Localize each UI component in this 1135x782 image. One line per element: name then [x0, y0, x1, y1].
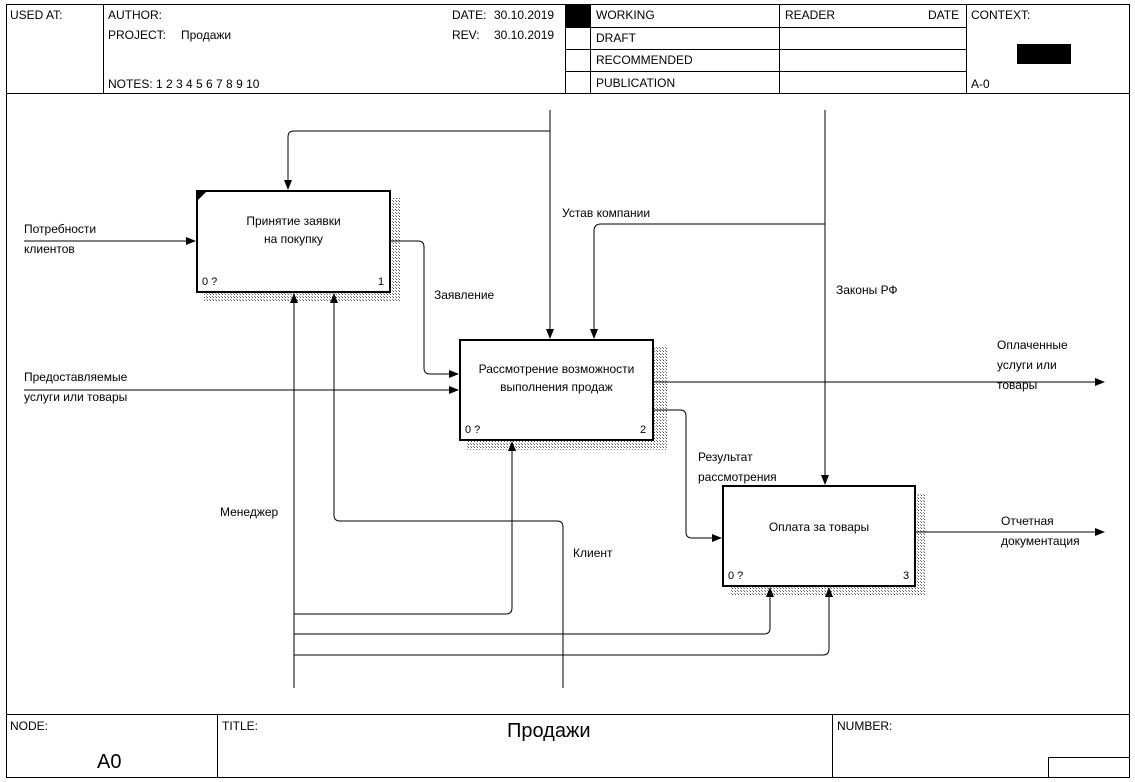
page-title: Продажи — [507, 720, 591, 742]
box-1-cost: 0 ? — [202, 276, 218, 288]
box-2-title-line1: Рассмотрение возможности — [478, 362, 635, 376]
status-recommended: RECOMMENDED — [596, 53, 693, 67]
status-publication: PUBLICATION — [596, 76, 676, 90]
box-2-title-line2: выполнения продаж — [500, 380, 613, 394]
reader-label: READER — [785, 8, 836, 22]
box-3-cost: 0 ? — [728, 570, 744, 582]
label-services-1: Предоставляемые — [24, 370, 128, 384]
status-working: WORKING — [596, 8, 655, 22]
reader-date-label: DATE — [928, 8, 960, 22]
activity-box-2-label: Рассмотрение возможности выполнения прод… — [460, 360, 653, 396]
node-value: A0 — [97, 751, 122, 773]
working-status-marker — [566, 5, 590, 27]
number-label: NUMBER: — [837, 719, 893, 733]
project-label: PROJECT: — [108, 28, 167, 42]
box-1-title-line2: на покупку — [263, 232, 324, 246]
box-1-title-line1: Принятие заявки — [246, 214, 341, 228]
label-manager: Менеджер — [220, 505, 279, 519]
used-at-label: USED AT: — [10, 8, 63, 22]
activity-box-1-label: Принятие заявки на покупку — [197, 212, 390, 248]
box-3-title-line1: Оплата за товары — [768, 520, 870, 534]
activity-box-3-label: Оплата за товары — [723, 518, 915, 536]
context-node: A-0 — [971, 77, 990, 91]
box-3-number: 3 — [903, 570, 910, 582]
label-services-2: услуги или товары — [24, 390, 128, 404]
status-draft: DRAFT — [596, 31, 636, 45]
title-label: TITLE: — [222, 719, 259, 733]
box-2-number: 2 — [640, 424, 647, 436]
label-client: Клиент — [573, 546, 613, 560]
label-report-2: документация — [1001, 534, 1080, 548]
label-application: Заявление — [434, 288, 495, 302]
box-2-cost: 0 ? — [465, 424, 481, 436]
idef0-frame — [6, 4, 1130, 778]
project-value: Продажи — [181, 28, 232, 42]
label-paid-1: Оплаченные — [997, 338, 1068, 352]
notes-label: NOTES: 1 2 3 4 5 6 7 8 9 10 — [108, 77, 260, 91]
author-label: AUTHOR: — [108, 8, 162, 22]
label-paid-3: товары — [997, 378, 1038, 392]
box-1-number: 1 — [378, 276, 385, 288]
context-thumbnail — [1017, 44, 1071, 64]
label-needs-2: клиентов — [24, 242, 75, 256]
date-label: DATE: — [452, 8, 487, 22]
date-value: 30.10.2019 — [494, 8, 555, 22]
label-charter: Устав компании — [562, 206, 651, 220]
node-label: NODE: — [10, 719, 49, 733]
label-result-2: рассмотрения — [698, 470, 777, 484]
rev-value: 30.10.2019 — [494, 28, 555, 42]
label-paid-2: услуги или — [997, 358, 1057, 372]
label-laws: Законы РФ — [836, 283, 898, 297]
rev-label: REV: — [452, 28, 480, 42]
label-needs-1: Потребности — [24, 222, 97, 236]
label-result-1: Результат — [698, 450, 753, 464]
label-report-1: Отчетная — [1001, 514, 1054, 528]
context-label: CONTEXT: — [971, 8, 1031, 22]
